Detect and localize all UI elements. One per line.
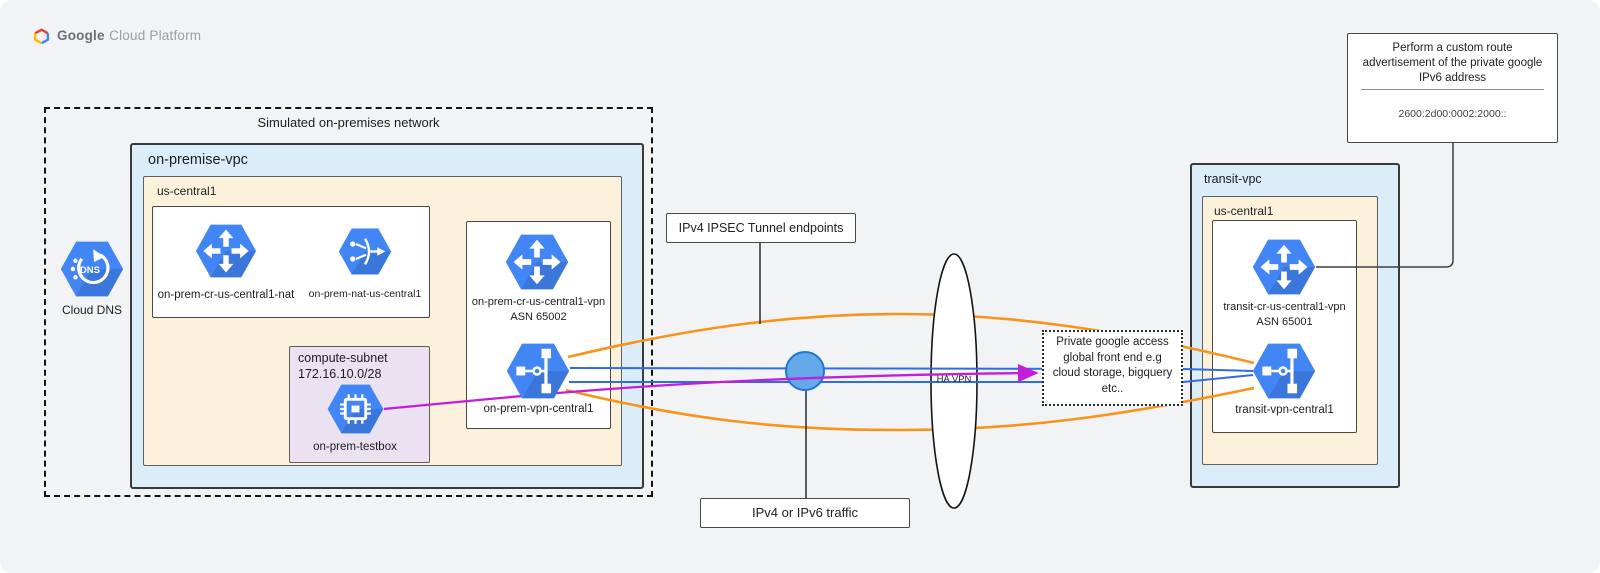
ha-vpn-label: HA VPN [936,374,972,385]
cloud-dns-icon [60,241,124,297]
ipsec-label-text: IPv4 IPSEC Tunnel endpoints [678,221,844,235]
ipsec-label-box: IPv4 IPSEC Tunnel endpoints [666,213,856,243]
transit-cloud-vpn-icon [1252,343,1316,399]
cloud-dns-label: Cloud DNS [61,303,123,317]
note-ipv6-address: 2600:2d00:0002:2000:: [1398,108,1507,120]
private-google-access-text: Private google access global front end e… [1044,332,1181,397]
transit-router-asn: ASN 65001 [1256,316,1313,328]
onprem-router-vpn-label: on-prem-cr-us-central1-vpn [471,296,606,308]
gcp-logo: Google Cloud Platform [33,27,201,45]
compute-engine-icon [327,384,384,434]
onprem-router-nat-label: on-prem-cr-us-central1-nat [157,289,295,301]
pga-line-1: Private google access [1056,336,1169,348]
note-line-1: Perform a custom route [1392,42,1513,54]
traffic-label-box: IPv4 or IPv6 traffic [700,498,910,528]
pga-line-4: etc.. [1101,382,1124,395]
custom-route-note-text: Perform a custom route advertisement of … [1348,34,1557,86]
cloud-router-vpn-icon [505,234,569,290]
note-line-2: advertisement of the private google [1362,57,1543,69]
cloud-vpn-icon [506,343,570,399]
onprem-nat-label: on-prem-nat-us-central1 [308,288,422,300]
simulated-onprem-dashed-box [44,107,653,497]
logo-platform-text: Cloud Platform [109,28,202,43]
note-divider-line [1361,89,1544,90]
onprem-vpn-label: on-prem-vpn-central1 [483,403,594,415]
compute-subnet-name: compute-subnet [298,351,388,365]
onprem-testbox-label: on-prem-testbox [313,441,397,453]
transit-vpn-label: transit-vpn-central1 [1235,404,1334,416]
note-line-3: IPv6 address [1418,72,1487,84]
pga-line-3: cloud storage, bigquery [1052,367,1173,379]
on-premise-vpc-label: on-premise-vpc [148,152,248,168]
cloud-nat-icon [338,228,392,275]
logo-google-text: Google [57,28,105,43]
traffic-label-text: IPv4 or IPv6 traffic [752,505,858,520]
transit-vpc-label: transit-vpc [1204,172,1262,186]
private-google-access-box: Private google access global front end e… [1042,330,1183,406]
custom-route-note-box: Perform a custom route advertisement of … [1347,33,1558,143]
simulated-onprem-title: Simulated on-premises network [257,115,440,130]
onprem-region-label: us-central1 [157,184,217,198]
onprem-router-vpn-asn: ASN 65002 [510,311,567,323]
gcp-logo-hexagon-icon [33,27,50,44]
traffic-node-circle [785,351,825,391]
transit-region-label: us-central1 [1214,204,1274,218]
transit-router-label: transit-cr-us-central1-vpn [1223,301,1346,313]
pga-line-2: global front end e.g [1063,351,1162,364]
compute-subnet-cidr: 172.16.10.0/28 [298,367,382,381]
cloud-router-icon [195,224,257,278]
transit-cloud-router-icon [1252,239,1316,295]
